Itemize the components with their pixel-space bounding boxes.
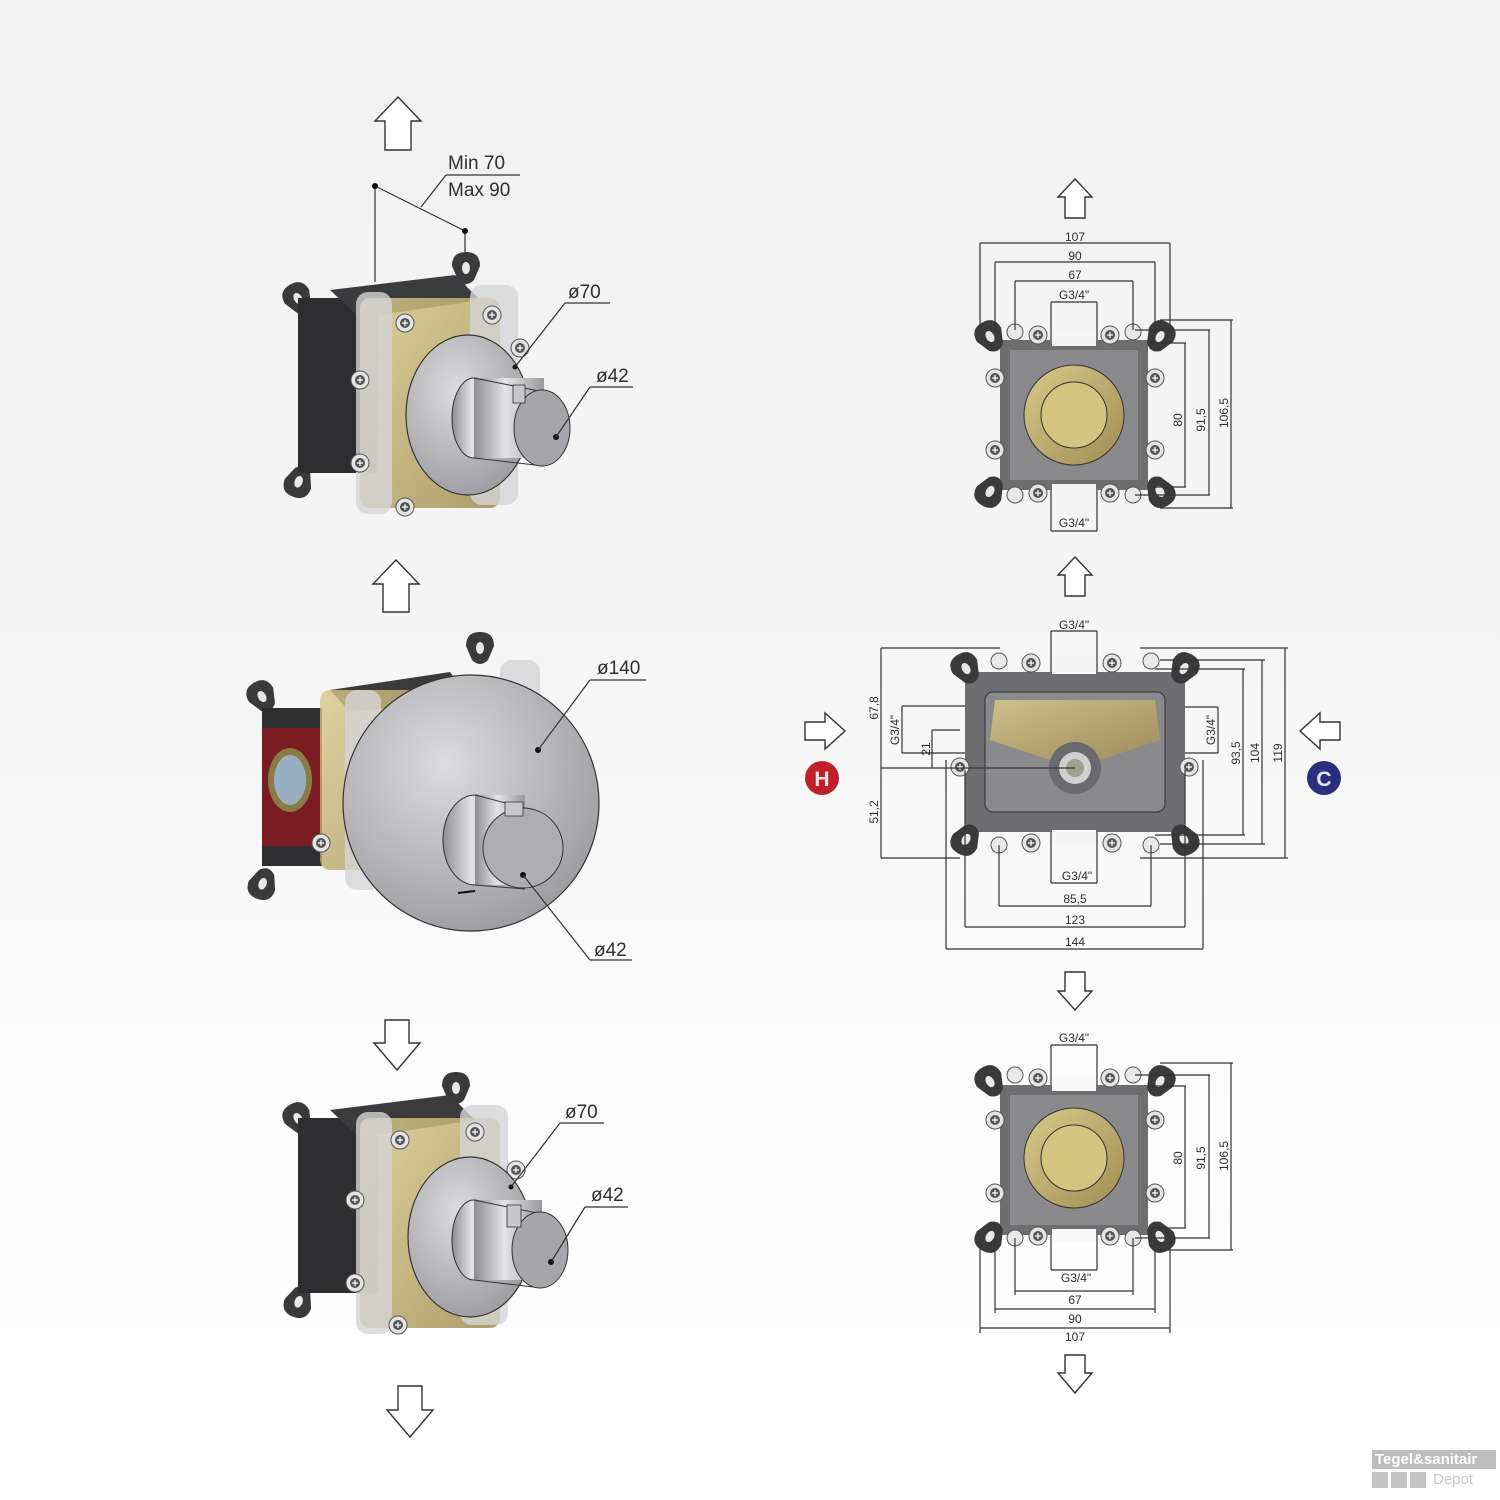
knob-diameter-label-top: ø42 bbox=[596, 366, 629, 387]
dim-106-5-bottom: 106,5 bbox=[1217, 1141, 1231, 1171]
hot-inlet-badge bbox=[805, 761, 839, 795]
arrow-down-icon bbox=[1056, 971, 1094, 1012]
hot-badge-label: H bbox=[814, 768, 829, 791]
arrow-up-icon bbox=[1056, 555, 1094, 597]
thread-bottom-bottom: G3/4" bbox=[1061, 1271, 1091, 1285]
arrow-down-icon bbox=[385, 1385, 435, 1439]
cover-diameter-label: ø140 bbox=[597, 658, 640, 679]
dim-91-5-top: 91,5 bbox=[1194, 408, 1208, 432]
dim-106-5-top: 106,5 bbox=[1217, 398, 1231, 428]
leaders-bottom bbox=[510, 1122, 628, 1263]
knob-diameter-label-middle: ø42 bbox=[594, 940, 627, 961]
dim-80-top: 80 bbox=[1171, 413, 1185, 427]
leaders-middle bbox=[522, 679, 646, 961]
dim-51-2: 51,2 bbox=[867, 800, 881, 824]
dial-diameter-label-top: ø70 bbox=[568, 282, 601, 303]
arrow-down-icon bbox=[372, 1019, 422, 1072]
arrow-up-icon bbox=[1056, 177, 1094, 219]
thread-bottom-top: G3/4" bbox=[1059, 516, 1089, 530]
dim-107-top: 107 bbox=[1065, 230, 1085, 244]
thread-left-center: G3/4" bbox=[888, 715, 902, 745]
arrow-left-icon bbox=[1298, 711, 1341, 751]
arrow-up-icon bbox=[371, 558, 421, 613]
depth-dimension bbox=[372, 174, 520, 300]
thread-top-center: G3/4" bbox=[1059, 618, 1089, 632]
thread-top-bottom: G3/4" bbox=[1059, 1031, 1089, 1045]
valve-body-middle bbox=[241, 632, 600, 932]
dim-67-top: 67 bbox=[1068, 268, 1082, 282]
dim-91-5-bottom: 91,5 bbox=[1194, 1146, 1208, 1170]
center-plan-dimensions bbox=[880, 630, 1288, 950]
dim-67-bottom: 67 bbox=[1068, 1293, 1082, 1307]
depth-min-label: Min 70 bbox=[448, 153, 505, 174]
dim-67-8: 67,8 bbox=[867, 696, 881, 720]
dim-107-bottom: 107 bbox=[1065, 1330, 1085, 1344]
dial-diameter-label-bottom: ø70 bbox=[565, 1102, 598, 1123]
valve-body-top bbox=[277, 252, 571, 517]
dim-80-bottom: 80 bbox=[1171, 1151, 1185, 1165]
watermark-brand-top: Tegel&sanitair bbox=[1372, 1450, 1496, 1469]
cold-inlet-badge bbox=[1307, 761, 1341, 795]
thread-top-top: G3/4" bbox=[1059, 288, 1089, 302]
dim-21: 21 bbox=[919, 742, 933, 756]
valve-body-bottom bbox=[277, 1072, 569, 1335]
plan-housing-bottom bbox=[969, 1060, 1181, 1258]
dim-90-bottom: 90 bbox=[1068, 1312, 1082, 1326]
dim-104: 104 bbox=[1248, 743, 1262, 763]
dim-119: 119 bbox=[1271, 743, 1285, 762]
cold-badge-label: C bbox=[1316, 768, 1331, 791]
dim-85-5: 85,5 bbox=[1063, 892, 1087, 906]
top-plan-dimensions bbox=[979, 242, 1233, 532]
dim-123: 123 bbox=[1065, 913, 1085, 927]
arrow-up-icon bbox=[373, 95, 423, 151]
dim-144: 144 bbox=[1065, 935, 1085, 949]
watermark-logo: Tegel&sanitair Depot bbox=[1372, 1450, 1496, 1488]
water-drop-icon bbox=[1372, 1471, 1388, 1488]
arrow-right-icon bbox=[804, 711, 847, 751]
plan-housing-top bbox=[969, 315, 1181, 513]
leaders-top bbox=[514, 302, 633, 438]
logo-square bbox=[1410, 1471, 1426, 1488]
dim-90-top: 90 bbox=[1068, 249, 1082, 263]
watermark-brand-bottom: Depot bbox=[1433, 1471, 1474, 1488]
knob-diameter-label-bottom: ø42 bbox=[591, 1185, 624, 1206]
logo-square bbox=[1391, 1471, 1407, 1488]
plan-housing-center bbox=[945, 647, 1205, 861]
arrow-down-icon bbox=[1056, 1354, 1094, 1395]
depth-max-label: Max 90 bbox=[448, 180, 510, 201]
dim-93-5: 93,5 bbox=[1229, 741, 1243, 765]
thread-bottom-center: G3/4" bbox=[1062, 869, 1092, 883]
thread-right-center: G3/4" bbox=[1204, 715, 1218, 745]
bottom-plan-dimensions bbox=[979, 1044, 1233, 1333]
